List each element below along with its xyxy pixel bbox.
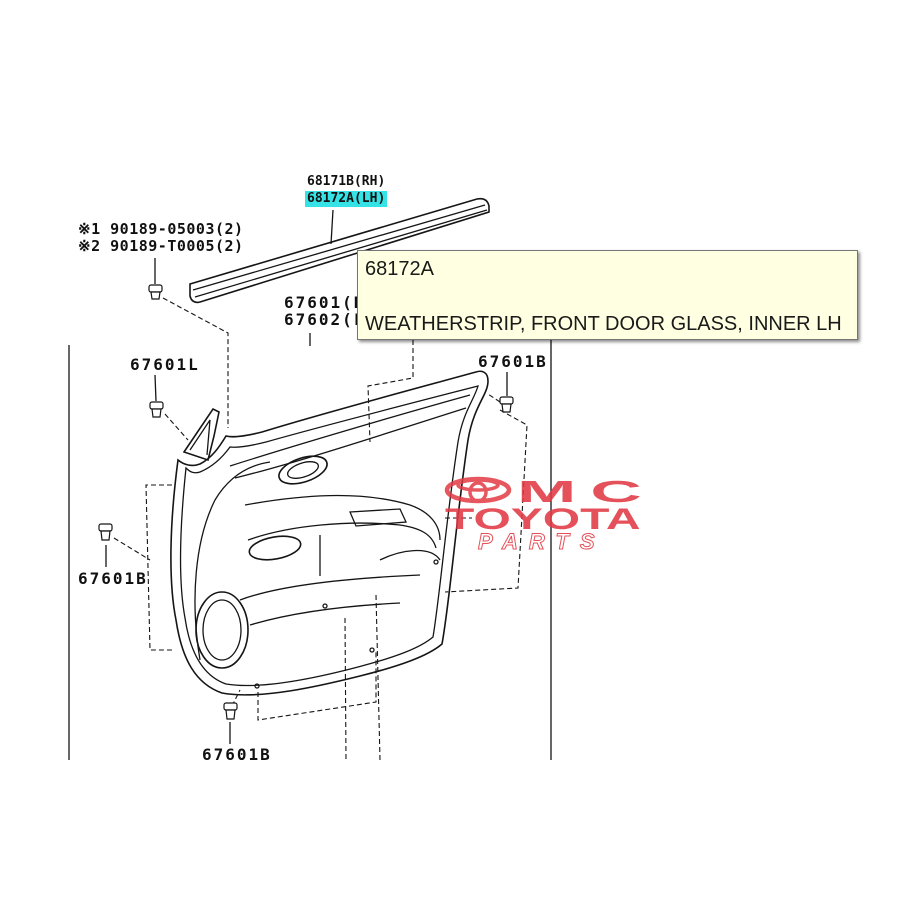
tooltip-part-number: 68172A xyxy=(365,258,434,280)
clip-head xyxy=(499,396,514,405)
emblem-vertical-ring xyxy=(468,481,488,503)
screw-hole xyxy=(433,559,439,565)
callout-68172a-selected[interactable]: 68172A(LH) xyxy=(305,191,388,207)
weatherstrip-inner-line xyxy=(192,204,486,291)
dashed-guide-left-box xyxy=(145,484,174,651)
dashed-guide-right-box xyxy=(444,409,528,593)
upper-trim-band xyxy=(234,407,467,479)
weatherstrip-outline xyxy=(189,197,490,304)
callout-68171b[interactable]: 68171B(RH) xyxy=(307,174,386,189)
mirror-corner-piece xyxy=(182,407,220,462)
watermark-brand: MC xyxy=(517,474,656,509)
clip-stem xyxy=(150,291,161,300)
door-trim-inner-edge xyxy=(179,385,479,687)
clip-stem xyxy=(225,709,236,720)
screw-hole xyxy=(254,683,260,689)
inside-handle-bezel xyxy=(278,455,328,485)
dashed-guide-vertical xyxy=(344,617,347,761)
watermark-name: TOYOTA xyxy=(445,503,641,536)
armrest-top-contour xyxy=(244,494,441,541)
clip-stem xyxy=(501,403,512,413)
push-clip-67601b-bottom xyxy=(223,702,238,720)
callout-67601[interactable]: 67601(R xyxy=(284,293,366,312)
clip-stem xyxy=(100,530,111,541)
lower-pocket-line xyxy=(239,574,421,601)
emblem-horizontal-ring xyxy=(456,478,500,492)
push-clip-67601b-right xyxy=(499,396,514,413)
lower-right-contour xyxy=(379,549,441,561)
push-clip-67601b-left xyxy=(98,523,113,541)
lower-pocket-line xyxy=(249,602,401,626)
callout-67601b-right[interactable]: 67601B xyxy=(478,352,548,371)
pull-pocket xyxy=(248,535,302,561)
leader-line-68172a xyxy=(330,209,334,245)
mirror-corner-inner xyxy=(189,419,211,456)
leader-line-67601l xyxy=(154,374,157,402)
callout-fastener-1[interactable]: ※1 90189-05003(2) xyxy=(78,220,244,238)
screw-hole xyxy=(369,647,375,653)
callout-67601b-left[interactable]: 67601B xyxy=(78,569,148,588)
door-trim-outer-edge xyxy=(170,370,489,696)
callout-67601l[interactable]: 67601L xyxy=(130,355,200,374)
callout-fastener-2[interactable]: ※2 90189-T0005(2) xyxy=(78,237,244,255)
part-tooltip: 68172A WEATHERSTRIP, FRONT DOOR GLASS, I… xyxy=(357,250,858,340)
dashed-guide-right-clip xyxy=(487,393,501,403)
callout-67601b-bottom[interactable]: 67601B xyxy=(202,745,272,764)
dashed-line-90189 xyxy=(162,297,229,428)
armrest-inner-contour xyxy=(247,522,437,549)
speaker-grille-inner xyxy=(202,599,242,661)
dashed-line-weatherstrip-drop xyxy=(367,340,414,443)
weatherstrip-part xyxy=(189,197,490,304)
watermark-tagline: PARTS xyxy=(478,529,606,554)
dashed-guide-vertical xyxy=(375,594,381,761)
toyota-emblem-icon xyxy=(444,476,512,504)
callout-67602[interactable]: 67602(L xyxy=(284,310,366,329)
weatherstrip-inner-line xyxy=(194,209,488,298)
clip-head xyxy=(98,523,113,532)
upper-trim-band xyxy=(229,394,471,467)
left-insert-contour xyxy=(194,461,271,661)
speaker-grille-outer xyxy=(195,591,249,669)
clip-head xyxy=(148,284,163,293)
inside-handle-inner xyxy=(286,461,320,479)
screw-hole xyxy=(322,603,328,609)
switch-base xyxy=(349,508,407,527)
tooltip-description: WEATHERSTRIP, FRONT DOOR GLASS, INNER LH xyxy=(365,313,842,335)
clip-head xyxy=(149,401,164,410)
clip-90189 xyxy=(148,284,163,300)
clip-stem xyxy=(151,408,162,418)
dashed-guide-67601l xyxy=(164,413,189,441)
dashed-guide-bottom-box xyxy=(257,652,377,721)
push-clip-67601l xyxy=(149,401,164,418)
clip-head xyxy=(223,702,238,711)
dashed-guide-left-clip xyxy=(113,537,151,561)
